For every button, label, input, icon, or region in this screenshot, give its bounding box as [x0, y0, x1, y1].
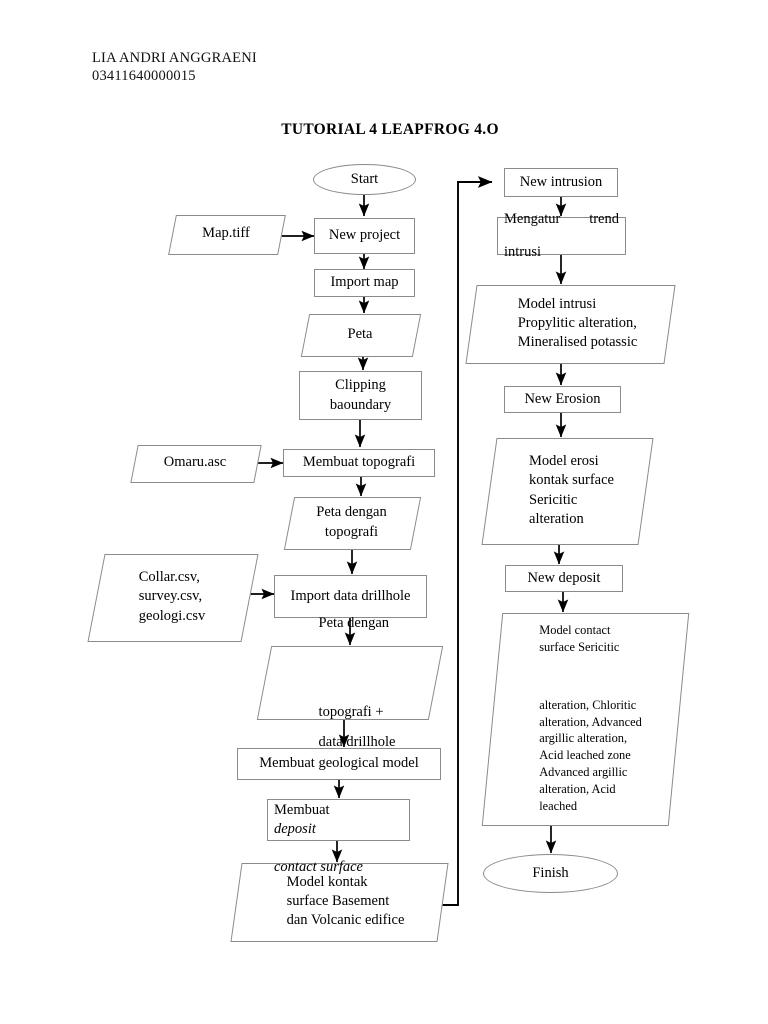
node-import-drillhole[interactable]: Import data drillhole	[274, 575, 427, 618]
node-label-line3: data drillhole	[318, 734, 396, 751]
node-label-line1: Peta dengan	[318, 614, 390, 631]
node-import-map[interactable]: Import map	[314, 269, 415, 297]
node-label: Model kontak surface Basement dan Volcan…	[286, 873, 405, 929]
node-label-italic2: contact surface	[274, 859, 363, 876]
node-new-project[interactable]: New project	[314, 218, 415, 254]
student-id: 03411640000015	[92, 68, 196, 84]
page-title: TUTORIAL 4 LEAPFROG 4.O	[281, 121, 499, 138]
node-label-italic1: deposit	[274, 821, 316, 837]
node-label: Model erosi kontak surface Sericitic alt…	[529, 453, 614, 527]
node-csv-files[interactable]: Collar.csv, survey.csv, geologi.csv	[87, 554, 259, 642]
node-peta[interactable]: Peta	[300, 314, 422, 357]
node-label: New deposit	[527, 569, 601, 586]
node-label: Omaru.asc	[163, 454, 227, 471]
node-label: Peta dengan topografi	[316, 504, 387, 540]
node-label: Peta	[347, 325, 373, 342]
node-mengatur-trend-intrusi[interactable]: Mengatur trend intrusi	[497, 211, 626, 260]
node-label: Start	[350, 170, 379, 187]
student-name: LIA ANDRI ANGGRAENI	[92, 50, 257, 66]
node-label: Collar.csv, survey.csv, geologi.csv	[138, 569, 206, 624]
node-label-line2: intrusi	[504, 243, 542, 260]
node-label: Peta dengan topografi + data drillhole	[297, 594, 402, 769]
node-label: Membuat topografi	[302, 454, 416, 471]
node-model-erosi[interactable]: Model erosi kontak surface Sericitic alt…	[481, 438, 654, 545]
node-new-deposit[interactable]: New deposit	[505, 565, 623, 592]
node-label: Mengatur trend intrusi	[498, 191, 625, 281]
node-label-group1: Model contact surface Sericitic	[539, 623, 620, 655]
node-label: Finish	[532, 864, 569, 881]
node-deposit-contact-surface[interactable]: Membuat deposit contact surface	[267, 799, 410, 875]
node-label: Membuat geological model	[259, 755, 419, 772]
node-label-plain: Membuat	[274, 801, 330, 818]
node-peta-topo-drillhole[interactable]: Peta dengan topografi + data drillhole	[256, 615, 444, 750]
node-label: New Erosion	[524, 390, 601, 407]
node-geological-model[interactable]: Membuat geological model	[237, 748, 441, 780]
node-label: Model contact surface Sericitic alterati…	[521, 605, 648, 831]
node-label: New project	[328, 227, 401, 244]
node-label: Membuat deposit contact surface	[268, 763, 409, 878]
node-map-tiff[interactable]: Map.tiff	[168, 215, 286, 255]
node-new-intrusion[interactable]: New intrusion	[504, 168, 618, 197]
node-model-contact-surface[interactable]: Model contact surface Sericitic alterati…	[481, 613, 690, 826]
node-label-line2: topografi +	[318, 704, 384, 721]
node-new-erosion[interactable]: New Erosion	[504, 386, 621, 413]
node-membuat-topografi[interactable]: Membuat topografi	[283, 449, 435, 477]
node-label-line1: Mengatur trend	[504, 211, 619, 228]
node-peta-dengan-topografi[interactable]: Peta dengan topografi	[283, 497, 422, 550]
node-label-group2: alteration, Chloritic alteration, Advanc…	[539, 697, 642, 813]
node-omaru-asc[interactable]: Omaru.asc	[130, 445, 262, 483]
node-label: Clipping baoundary	[329, 377, 392, 413]
node-label: New intrusion	[519, 173, 603, 190]
node-label: Import data drillhole	[290, 587, 411, 604]
node-label: Import map	[330, 274, 399, 291]
node-start[interactable]: Start	[313, 164, 416, 195]
node-label: Model intrusi Propylitic alteration, Min…	[517, 295, 638, 351]
node-label: Map.tiff	[202, 225, 250, 242]
node-clipping-boundary[interactable]: Clipping baoundary	[299, 371, 422, 420]
node-model-kontak-basement[interactable]: Model kontak surface Basement dan Volcan…	[230, 863, 449, 942]
node-model-intrusi[interactable]: Model intrusi Propylitic alteration, Min…	[465, 285, 676, 364]
node-finish[interactable]: Finish	[483, 854, 618, 893]
